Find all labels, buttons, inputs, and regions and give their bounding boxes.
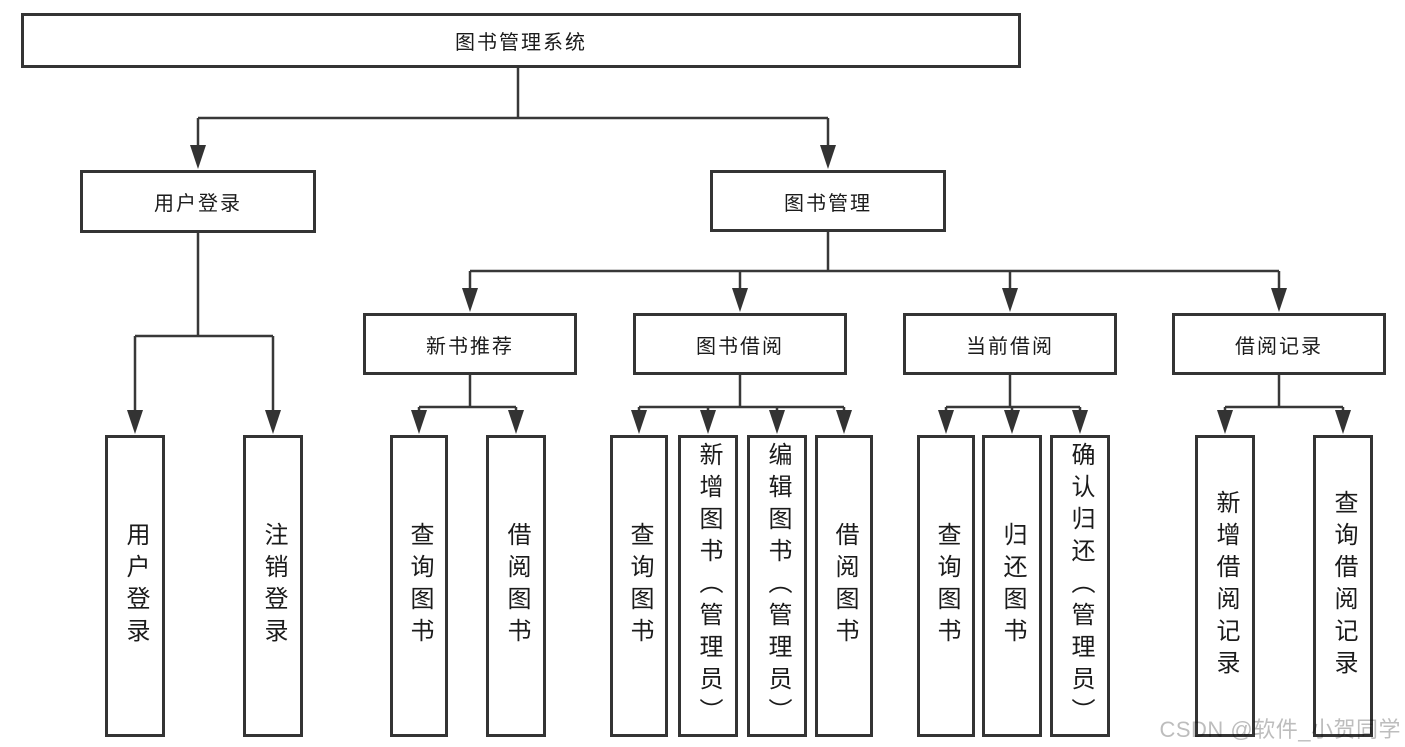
leaf-edit-books-admin: 编辑图书（管理员）: [747, 435, 807, 737]
node-label: 用户登录: [122, 522, 149, 650]
node-user-login: 用户登录: [80, 170, 316, 233]
node-label: 查询图书: [406, 522, 433, 650]
leaf-confirm-return-admin: 确认归还（管理员）: [1050, 435, 1110, 737]
node-label: 归还图书: [999, 522, 1026, 650]
node-book-borrow: 图书借阅: [633, 313, 847, 375]
leaf-user-login: 用户登录: [105, 435, 165, 737]
leaf-logout: 注销登录: [243, 435, 303, 737]
node-label: 当前借阅: [966, 335, 1054, 358]
node-label: 图书管理: [784, 192, 872, 215]
leaf-borrow-books: 借阅图书: [815, 435, 873, 737]
node-label: 注销登录: [260, 522, 287, 650]
node-label: 查询图书: [933, 522, 960, 650]
node-label: 图书管理系统: [455, 32, 587, 54]
node-label: 查询借阅记录: [1330, 490, 1357, 682]
leaf-query-books: 查询图书: [917, 435, 975, 737]
node-system-root: 图书管理系统: [21, 13, 1021, 68]
node-label: 新书推荐: [426, 335, 514, 358]
node-current-borrow: 当前借阅: [903, 313, 1117, 375]
leaf-return-books: 归还图书: [982, 435, 1042, 737]
leaf-borrow-books: 借阅图书: [486, 435, 546, 737]
node-label: 图书借阅: [696, 335, 784, 358]
leaf-query-books: 查询图书: [610, 435, 668, 737]
node-label: 编辑图书（管理员）: [764, 442, 791, 730]
csdn-watermark: CSDN @软件_小贺同学: [1159, 717, 1401, 742]
node-book-management: 图书管理: [710, 170, 946, 232]
node-label: 借阅图书: [831, 522, 858, 650]
leaf-query-borrow-record: 查询借阅记录: [1313, 435, 1373, 737]
node-label: 借阅记录: [1235, 335, 1323, 358]
node-label: 新增图书（管理员）: [695, 442, 722, 730]
node-label: 确认归还（管理员）: [1067, 442, 1094, 730]
leaf-query-books: 查询图书: [390, 435, 448, 737]
node-new-book-recommend: 新书推荐: [363, 313, 577, 375]
node-label: 用户登录: [154, 193, 242, 215]
leaf-add-borrow-record: 新增借阅记录: [1195, 435, 1255, 737]
node-label: 查询图书: [626, 522, 653, 650]
node-borrow-records: 借阅记录: [1172, 313, 1386, 375]
arrowheads: [127, 145, 1351, 434]
leaf-add-books-admin: 新增图书（管理员）: [678, 435, 738, 737]
node-label: 新增借阅记录: [1212, 490, 1239, 682]
node-label: 借阅图书: [503, 522, 530, 650]
